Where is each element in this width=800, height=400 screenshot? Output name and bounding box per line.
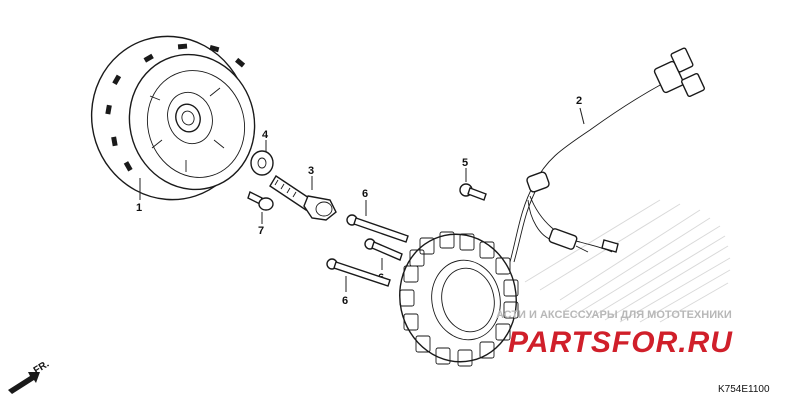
- stator-bolt-c: [326, 258, 391, 292]
- front-direction-arrow-icon: [8, 372, 40, 394]
- watermark-brand: PARTSFOR.RU: [508, 326, 733, 359]
- callout-flywheel: 1: [136, 202, 142, 214]
- watermark-wing-logo: [524, 199, 731, 323]
- clamp-bolt: [459, 168, 487, 201]
- callout-flywheel-bolt: 3: [308, 165, 314, 177]
- diagram-code: K754E1100: [718, 384, 770, 395]
- flywheel: [90, 35, 256, 201]
- small-bolt: [247, 191, 274, 224]
- callout-wire-harness: 2: [576, 95, 582, 107]
- stator-bolt-a: [346, 200, 409, 243]
- wire-harness: [509, 47, 706, 263]
- callout-washer: 4: [262, 129, 269, 141]
- callout-small-bolt: 7: [258, 225, 264, 237]
- callout-stator-bolt-a: 6: [362, 188, 368, 200]
- watermark-line: АСТИ И АКСЕССУАРЫ ДЛЯ МОТОТЕХНИКИ: [496, 309, 732, 321]
- callout-clamp-bolt: 5: [462, 157, 468, 169]
- stator-bolt-b: [364, 238, 403, 270]
- washer: [250, 140, 274, 176]
- flywheel-bolt: [269, 175, 337, 221]
- stator: [399, 231, 519, 367]
- callout-stator-bolt-c: 6: [342, 295, 348, 307]
